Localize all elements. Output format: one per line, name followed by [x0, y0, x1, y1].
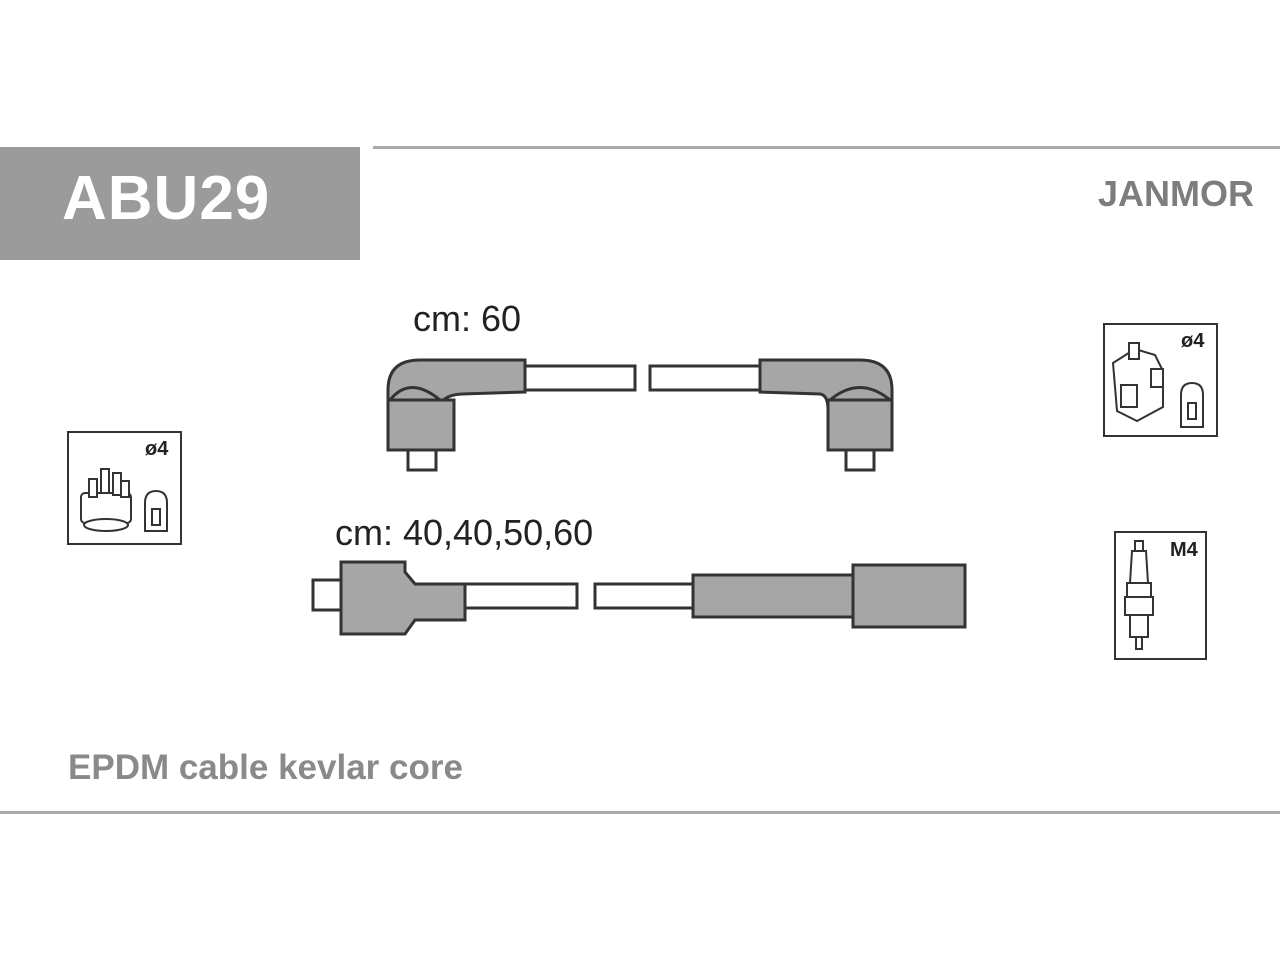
cable-2-length-label: cm: 40,40,50,60 — [335, 512, 594, 553]
brand-name: JANMOR — [1097, 173, 1254, 214]
left-terminal — [311, 578, 343, 612]
distributor-cap-icon-box: ø4 — [67, 431, 182, 545]
cable-segment-right — [648, 364, 762, 392]
plug-boot-end — [851, 563, 967, 629]
cable-segment-left — [463, 582, 579, 610]
cable-segment-right — [593, 582, 697, 610]
left-terminal-block — [386, 398, 456, 452]
spark-plug-icon-box: M4 — [1114, 531, 1207, 660]
part-code-box — [0, 147, 360, 260]
distributor-cap-icon — [80, 468, 168, 532]
cable-2-drawing — [311, 560, 967, 636]
top-divider — [373, 146, 1280, 149]
diameter-label: ø4 — [1181, 330, 1205, 352]
bottom-divider — [0, 811, 1280, 814]
cable-1-drawing — [386, 358, 894, 472]
ignition-coil-icon — [1111, 342, 1204, 428]
right-terminal-block — [826, 398, 894, 452]
plug-boot-sleeve — [691, 573, 855, 619]
left-straight-boot — [339, 560, 467, 636]
thread-size-label: M4 — [1170, 539, 1198, 561]
right-terminal — [844, 448, 876, 472]
ignition-coil-icon-box: ø4 — [1103, 323, 1218, 437]
cable-description: EPDM cable kevlar core — [68, 748, 463, 787]
cable-1-length-label: cm: 60 — [413, 298, 522, 339]
part-code: ABU29 — [62, 164, 271, 233]
cable-segment-left — [523, 364, 637, 392]
left-terminal — [406, 448, 438, 472]
spark-plug-icon — [1124, 540, 1154, 650]
diameter-label: ø4 — [145, 438, 169, 460]
